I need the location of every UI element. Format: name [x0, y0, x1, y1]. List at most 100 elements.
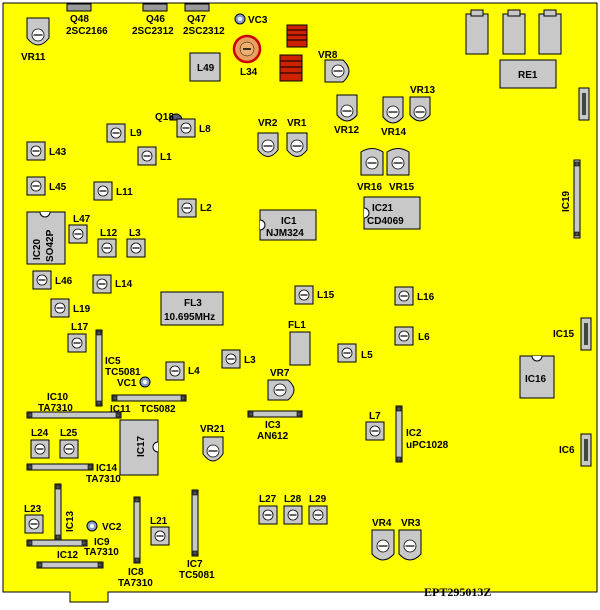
ic15-slot	[584, 323, 588, 345]
ic11-strip	[111, 394, 187, 402]
q48-transistor	[66, 3, 92, 12]
vc1-center	[143, 380, 147, 384]
l21-label: L21	[150, 516, 168, 527]
fl3-freq: 10.695MHz	[164, 312, 215, 323]
ic3-label: IC3	[265, 420, 281, 431]
ic1-notch	[259, 219, 266, 231]
ic5-label: IC5	[105, 356, 121, 367]
ic21-type: CD4069	[367, 216, 404, 227]
fl1-label: FL1	[288, 320, 306, 331]
ic10-type: TA7310	[38, 403, 73, 414]
ic14-pin	[87, 464, 93, 470]
l4-label: L4	[188, 366, 200, 377]
right-connector-top-slot	[582, 93, 586, 115]
ic2-strip	[395, 405, 403, 463]
ic19-pin	[574, 161, 580, 167]
q47-type: 2SC2312	[183, 26, 225, 37]
l49-block	[189, 52, 221, 82]
ic21-label: IC21	[372, 203, 394, 214]
l14-label: L14	[115, 279, 133, 290]
l7-label: L7	[369, 411, 381, 422]
vr7-label: VR7	[270, 368, 290, 379]
ic2-type: uPC1028	[406, 440, 449, 451]
ic12-label: IC12	[57, 550, 79, 561]
ic10-strip	[26, 411, 122, 419]
ic11-label: IC11	[110, 404, 131, 415]
ic21-chip	[363, 196, 421, 230]
coil-bottom	[279, 54, 303, 82]
l8-label: L8	[199, 124, 211, 135]
l34-label: L34	[240, 67, 258, 78]
q46-type: 2SC2312	[132, 26, 174, 37]
ic13-pin	[55, 534, 61, 540]
l15-label: L15	[317, 290, 335, 301]
coil-top	[286, 24, 308, 48]
ic9-type: TA7310	[84, 547, 119, 558]
l12-label: L12	[100, 228, 118, 239]
ic19-pin	[574, 231, 580, 237]
ic10-pin	[115, 412, 121, 418]
l3b-label: L3	[244, 355, 256, 366]
fl3-filter	[160, 291, 224, 326]
ic7-label: IC7	[187, 559, 203, 570]
ic5-type: TC5081	[105, 367, 141, 378]
re1-relay	[499, 59, 557, 89]
ic3-strip	[247, 410, 303, 418]
l17-label: L17	[71, 322, 89, 333]
ic14-type: TA7310	[86, 474, 121, 485]
ic9-strip	[26, 539, 88, 547]
ic14-label: IC14	[96, 463, 118, 474]
ic17-label: IC17	[136, 435, 147, 457]
vr12-label: VR12	[334, 125, 359, 136]
ic2-label: IC2	[406, 428, 422, 439]
ic19-strip	[573, 159, 581, 239]
ic15-label: IC15	[553, 329, 575, 340]
ic9-label: IC9	[94, 537, 110, 548]
ic5-pin	[96, 400, 102, 406]
l47-label: L47	[73, 214, 91, 225]
vr13-label: VR13	[410, 85, 435, 96]
ic11-pin	[180, 395, 186, 401]
board-code: EPT295013Z	[424, 585, 491, 599]
ic8-label: IC8	[128, 567, 144, 578]
vr4-label: VR4	[372, 518, 392, 529]
ic9-pin	[27, 540, 33, 546]
ic12-pin	[97, 562, 103, 568]
vc3-center	[238, 17, 242, 21]
ic12-pin	[37, 562, 43, 568]
ic5-strip	[95, 329, 103, 407]
ic11-type: TC5082	[140, 404, 176, 415]
ic6-slot	[584, 439, 588, 461]
ic10-label: IC10	[47, 392, 69, 403]
vr8-label: VR8	[318, 50, 338, 61]
q46-label: Q46	[146, 14, 165, 25]
ic19-label: IC19	[561, 190, 572, 212]
ic8-pin	[134, 557, 140, 563]
ic1-type: NJM324	[266, 228, 304, 239]
l6-label: L6	[418, 332, 430, 343]
ic2-pin	[396, 406, 402, 412]
q18-label: Q18	[155, 112, 174, 123]
ic13-pin	[55, 484, 61, 490]
ic2-pin	[396, 456, 402, 462]
l49-label: L49	[197, 63, 215, 74]
ic14-pin	[27, 464, 33, 470]
ic21-notch	[363, 207, 370, 219]
vc1-label: VC1	[117, 378, 137, 389]
ic7-type: TC5081	[179, 570, 215, 581]
ic14-strip	[26, 463, 94, 471]
vr11-label: VR11	[21, 52, 46, 63]
ic16-chip	[519, 355, 555, 399]
q46-transistor	[142, 3, 168, 12]
ic16-notch	[531, 355, 543, 362]
l28-label: L28	[284, 494, 302, 505]
q48-type: 2SC2166	[66, 26, 108, 37]
ic7-pin	[192, 550, 198, 556]
ic20-type: SO42P	[45, 229, 56, 262]
q47-transistor	[184, 3, 210, 12]
ic6-label: IC6	[559, 445, 575, 456]
vr2-label: VR2	[258, 118, 278, 129]
vr16-label: VR16	[357, 182, 382, 193]
vr21-label: VR21	[200, 424, 225, 435]
